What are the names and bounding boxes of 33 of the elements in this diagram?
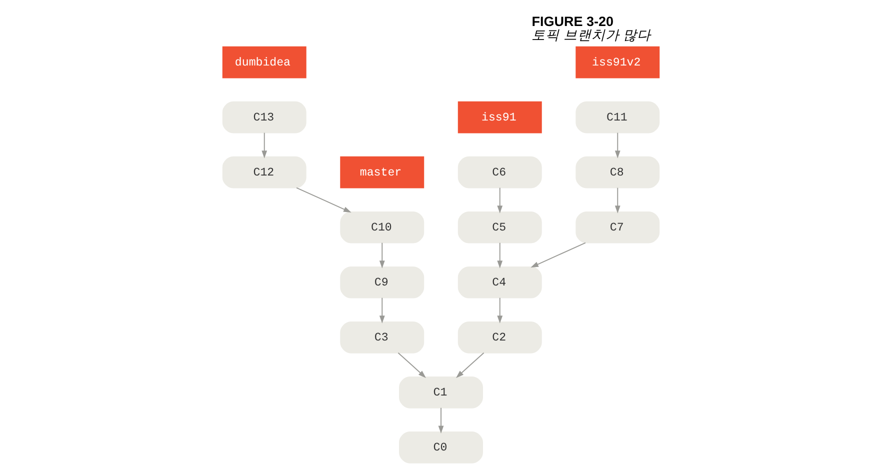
node-box: C1 [398,376,482,408]
arrow [296,187,351,212]
node-box: C13 [222,101,306,134]
node-box: C12 [222,156,306,188]
node-box: iss91 [457,101,542,134]
node-box: C3 [340,321,424,354]
arrow [614,132,620,158]
diagram-title: FIGURE 3-20 [531,14,614,29]
caption: 토픽 브랜치가 많다 [531,27,651,42]
arrow [496,297,502,324]
node-box: C9 [340,266,424,298]
node-box: C4 [457,266,542,298]
node-box: C8 [575,156,660,188]
arrow [438,407,444,434]
node-box: iss91v2 [575,46,660,78]
node-box: C10 [340,211,424,244]
node-box: master [340,156,424,188]
arrow [261,132,267,158]
arrow [530,242,586,268]
node-box: C0 [398,432,482,464]
arrow [496,242,502,268]
arrow [496,187,502,214]
arrow [614,187,620,214]
node-box: C2 [457,321,542,354]
arrow [378,242,384,268]
arrow [378,297,384,324]
node-box: C7 [575,211,660,244]
node-box: C11 [575,101,660,134]
node-box: dumbidea [222,46,306,78]
node-box: C5 [457,211,542,244]
arrow [397,352,426,378]
arrow [455,352,484,378]
node-box: C6 [457,156,542,188]
